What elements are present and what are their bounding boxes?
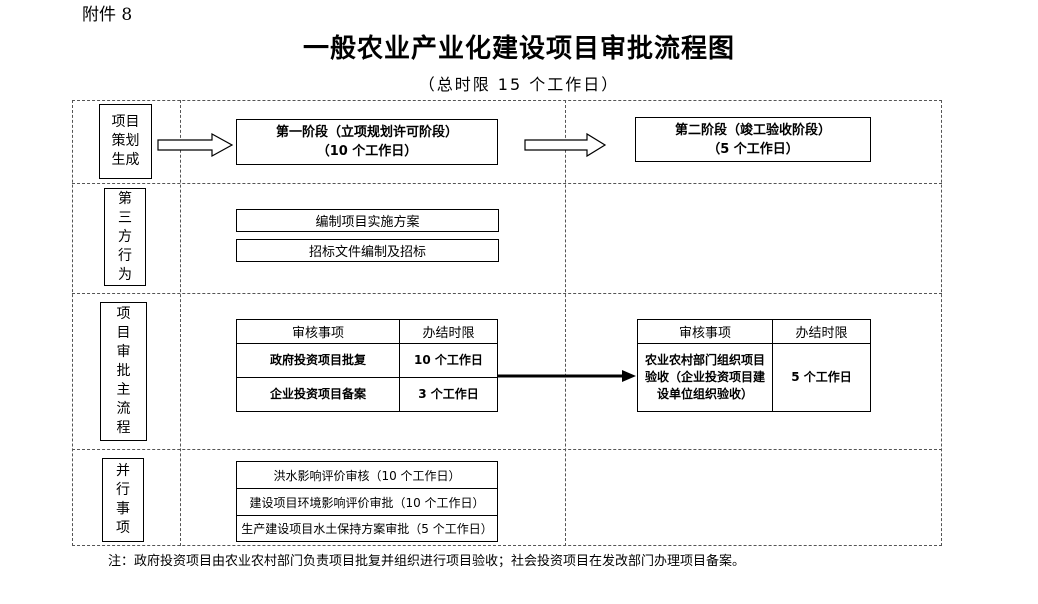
row-label-parallel: 并行事项 bbox=[102, 458, 144, 542]
table-header-time: 办结时限 bbox=[772, 319, 871, 344]
parallel-item: 生产建设项目水土保持方案审批（5 个工作日） bbox=[236, 515, 498, 542]
table-row: 农业农村部门组织项目验收（企业投资项目建设单位组织验收） 5 个工作日 bbox=[637, 343, 871, 412]
table-cell-time: 3 个工作日 bbox=[399, 377, 498, 412]
row-divider-1 bbox=[72, 183, 942, 184]
table-cell-time: 5 个工作日 bbox=[772, 343, 871, 412]
table-cell-item: 农业农村部门组织项目验收（企业投资项目建设单位组织验收） bbox=[637, 343, 773, 412]
table-header-item: 审核事项 bbox=[637, 319, 773, 344]
parallel-item: 洪水影响评价审核（10 个工作日） bbox=[236, 461, 498, 488]
stage2-box: 第二阶段（竣工验收阶段） （5 个工作日） bbox=[635, 117, 871, 162]
footnote: 注：政府投资项目由农业农村部门负责项目批复并组织进行项目验收；社会投资项目在发改… bbox=[108, 554, 746, 569]
stage-column-divider bbox=[565, 100, 566, 546]
table-header-row: 审核事项 办结时限 bbox=[637, 319, 871, 344]
table-cell-item: 企业投资项目备案 bbox=[236, 377, 400, 412]
table-header-row: 审核事项 办结时限 bbox=[236, 319, 498, 344]
stage1-title: 第一阶段（立项规划许可阶段） bbox=[275, 125, 458, 140]
table-header-time: 办结时限 bbox=[399, 319, 498, 344]
parallel-item: 建设项目环境影响评价审批（10 个工作日） bbox=[236, 488, 498, 515]
swimlane-frame bbox=[72, 100, 942, 546]
third-party-item: 招标文件编制及招标 bbox=[236, 239, 499, 262]
stage1-box: 第一阶段（立项规划许可阶段） （10 个工作日） bbox=[236, 119, 498, 165]
row-label-third-party: 第三方行为 bbox=[104, 188, 146, 286]
stage2-duration: （5 个工作日） bbox=[707, 141, 799, 157]
hollow-arrow-to-stage2 bbox=[524, 132, 607, 158]
table-header-item: 审核事项 bbox=[236, 319, 400, 344]
table-row: 企业投资项目备案 3 个工作日 bbox=[236, 377, 498, 412]
row-label-planning: 项目策划生成 bbox=[99, 104, 152, 179]
stage2-approval-table: 审核事项 办结时限 农业农村部门组织项目验收（企业投资项目建设单位组织验收） 5… bbox=[637, 319, 871, 412]
hollow-arrow-to-stage1 bbox=[157, 132, 234, 158]
row-divider-3 bbox=[72, 449, 942, 450]
page-title: 一般农业产业化建设项目审批流程图 bbox=[302, 34, 735, 64]
stage1-approval-table: 审核事项 办结时限 政府投资项目批复 10 个工作日 企业投资项目备案 3 个工… bbox=[236, 319, 498, 412]
annex-label: 附件 8 bbox=[82, 5, 133, 25]
label-column-divider bbox=[180, 100, 181, 546]
solid-arrow-to-stage2-table bbox=[498, 370, 636, 382]
table-row: 政府投资项目批复 10 个工作日 bbox=[236, 343, 498, 378]
row-label-approval: 项目审批主流程 bbox=[100, 302, 147, 441]
table-cell-item: 政府投资项目批复 bbox=[236, 343, 400, 378]
stage1-duration: （10 个工作日） bbox=[316, 144, 418, 159]
table-cell-time: 10 个工作日 bbox=[399, 343, 498, 378]
row-divider-2 bbox=[72, 293, 942, 294]
third-party-item: 编制项目实施方案 bbox=[236, 209, 499, 232]
page-subtitle: （总时限 15 个工作日） bbox=[418, 75, 620, 94]
stage2-title: 第二阶段（竣工验收阶段） bbox=[674, 122, 831, 138]
